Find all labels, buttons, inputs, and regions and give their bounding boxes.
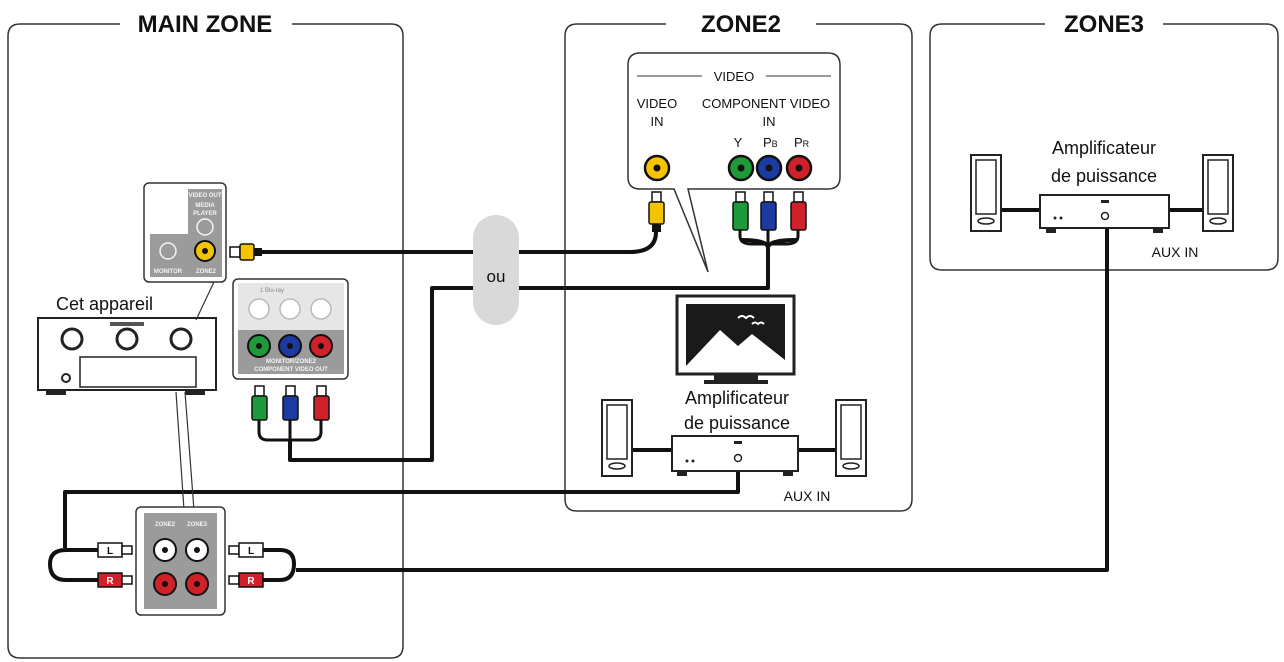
zone3-right-speaker-icon (1202, 154, 1234, 232)
video-in-line2: IN (651, 114, 664, 129)
zone3-aux-in-label: AUX IN (1152, 244, 1199, 260)
component-in-line2: IN (763, 114, 776, 129)
component-in-line1: COMPONENT VIDEO (702, 96, 830, 111)
green-plug-icon (251, 385, 268, 421)
zone2-audio-cable (63, 458, 740, 548)
component-out-panel: 1 Blu-ray MONITOR/ZONE2 COMPONENT VIDEO … (232, 278, 349, 380)
zone3-left-plug-label: L (248, 546, 254, 557)
zone3-amp-label-line1: Amplificateur (1052, 138, 1156, 158)
zone3-left-speaker-icon (970, 154, 1002, 232)
zone2-left-plug-label: L (107, 546, 113, 557)
pb-label: PB (763, 135, 778, 150)
this-unit-label: Cet appareil (56, 294, 153, 314)
tv-green-plug-icon (732, 191, 749, 231)
zone2-left-speaker-icon (601, 399, 633, 477)
zone3-out-tag: ZONE3 (187, 522, 208, 528)
blue-plug-icon (282, 385, 299, 421)
pr-label: PR (794, 135, 810, 150)
tv-plugs (648, 191, 807, 250)
zone3-audio-cable (296, 222, 1109, 572)
video-out-panel: VIDEO OUT MEDIA PLAYER MONITOR ZONE2 (143, 182, 227, 283)
av-receiver (37, 317, 217, 395)
zone3-rca-plugs: L R (228, 542, 264, 588)
tv-blue-plug-icon (760, 191, 777, 231)
tv-icon (675, 294, 796, 384)
yellow-rca-plug-icon (229, 243, 262, 261)
power-button-icon (61, 373, 71, 383)
zone2-frame: ZONE2 (564, 11, 913, 512)
zone3-audio-loop (262, 548, 296, 582)
zone2-aux-in-label: AUX IN (784, 488, 831, 504)
zone2-right-plug-label: R (106, 576, 114, 587)
zone3-amp-label-line2: de puissance (1051, 166, 1157, 186)
zone-audio-out-panel: ZONE2 ZONE3 (135, 506, 226, 616)
knob-icon (169, 327, 193, 351)
video-out-tag: VIDEO OUT (188, 193, 221, 199)
zone2-amp-label-line1: Amplificateur (685, 388, 789, 408)
player-tag: PLAYER (193, 211, 217, 217)
composite-video-cable (262, 231, 658, 254)
zone3-speakers (970, 154, 1234, 232)
zone2-title: ZONE2 (701, 11, 781, 38)
cables (48, 222, 1109, 582)
monitor-tag: MONITOR (154, 269, 183, 275)
zone2-amp-label-line2: de puissance (684, 413, 790, 433)
or-label: ou (487, 267, 506, 286)
zone2-out-tag: ZONE2 (155, 522, 176, 528)
component-video-cable (288, 248, 770, 462)
video-header: VIDEO (714, 69, 754, 84)
zone3-power-amp-icon (1039, 194, 1170, 233)
zone2-audio-loop (48, 548, 98, 582)
media-tag: MEDIA (195, 203, 215, 209)
zone2-video-tag: ZONE2 (196, 269, 217, 275)
zone2-rca-plugs: L R (97, 542, 133, 588)
zone3-frame: ZONE3 (929, 11, 1279, 271)
volume-knob-icon (60, 327, 84, 351)
component-plugs-receiver (251, 385, 330, 442)
main-zone-title: MAIN ZONE (138, 11, 273, 38)
zone3-title: ZONE3 (1064, 11, 1144, 38)
zone2-power-amp-icon (671, 435, 799, 476)
video-in-line1: VIDEO (637, 96, 677, 111)
zone3-right-plug-label: R (247, 576, 255, 587)
selector-knob-icon (115, 327, 139, 351)
or-badge: ou (473, 215, 519, 325)
bluray-tag: 1 Blu-ray (260, 288, 284, 294)
y-label: Y (734, 135, 743, 150)
component-out-tag: COMPONENT VIDEO OUT (254, 367, 328, 373)
zone2-right-speaker-icon (835, 399, 867, 477)
tv-red-plug-icon (790, 191, 807, 231)
monitor-zone2-tag: MONITOR/ZONE2 (266, 359, 317, 365)
red-plug-icon (313, 385, 330, 421)
zone2-speakers (601, 399, 867, 477)
tv-input-callout: VIDEO VIDEO IN COMPONENT VIDEO IN Y PB P… (627, 52, 841, 273)
main-zone-frame: MAIN ZONE (7, 11, 404, 659)
tv-yellow-plug-icon (648, 191, 665, 232)
